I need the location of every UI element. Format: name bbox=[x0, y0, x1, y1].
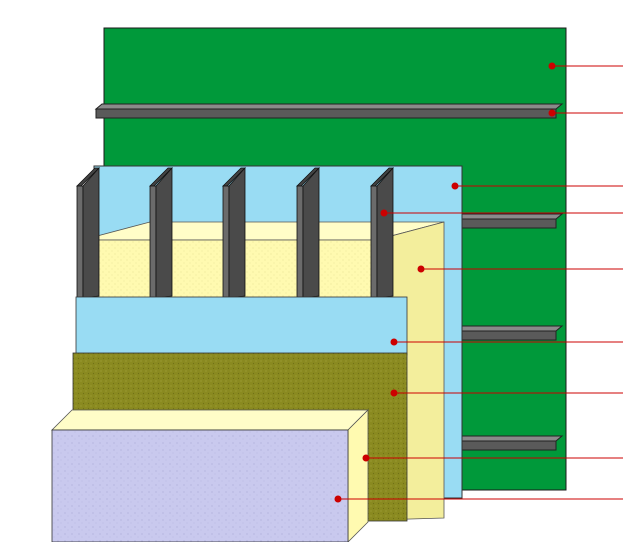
leader-1 bbox=[548, 62, 623, 70]
stud-3 bbox=[222, 166, 246, 299]
channel-top bbox=[94, 103, 564, 110]
leader-3 bbox=[451, 182, 623, 190]
leader-8 bbox=[362, 454, 623, 462]
vertical-studs bbox=[76, 166, 394, 299]
channel-2-face bbox=[461, 218, 557, 229]
stud-2 bbox=[149, 166, 173, 299]
stud-4 bbox=[296, 166, 320, 299]
finish-panel bbox=[51, 429, 349, 542]
leader-7 bbox=[390, 389, 623, 397]
channel-4 bbox=[461, 435, 564, 442]
leader-2 bbox=[548, 109, 623, 117]
base-coat-layer bbox=[51, 409, 369, 542]
leader-9 bbox=[334, 495, 623, 503]
front-insulation-board bbox=[75, 296, 408, 356]
leader-6 bbox=[390, 338, 623, 346]
stud-1 bbox=[76, 166, 100, 299]
leader-4 bbox=[380, 209, 623, 217]
channel-3-face bbox=[461, 330, 557, 341]
finish-layer bbox=[51, 429, 349, 542]
leader-5 bbox=[417, 265, 623, 273]
channel-top-face bbox=[95, 108, 557, 119]
stud-5 bbox=[370, 166, 394, 299]
leader-lines bbox=[334, 62, 623, 503]
front-insulation-layer bbox=[75, 296, 408, 356]
base-coat-top bbox=[51, 409, 369, 431]
channel-4-face bbox=[461, 440, 557, 451]
channel-2 bbox=[461, 213, 564, 220]
channel-3 bbox=[461, 325, 564, 332]
base-coat-side bbox=[347, 409, 369, 542]
